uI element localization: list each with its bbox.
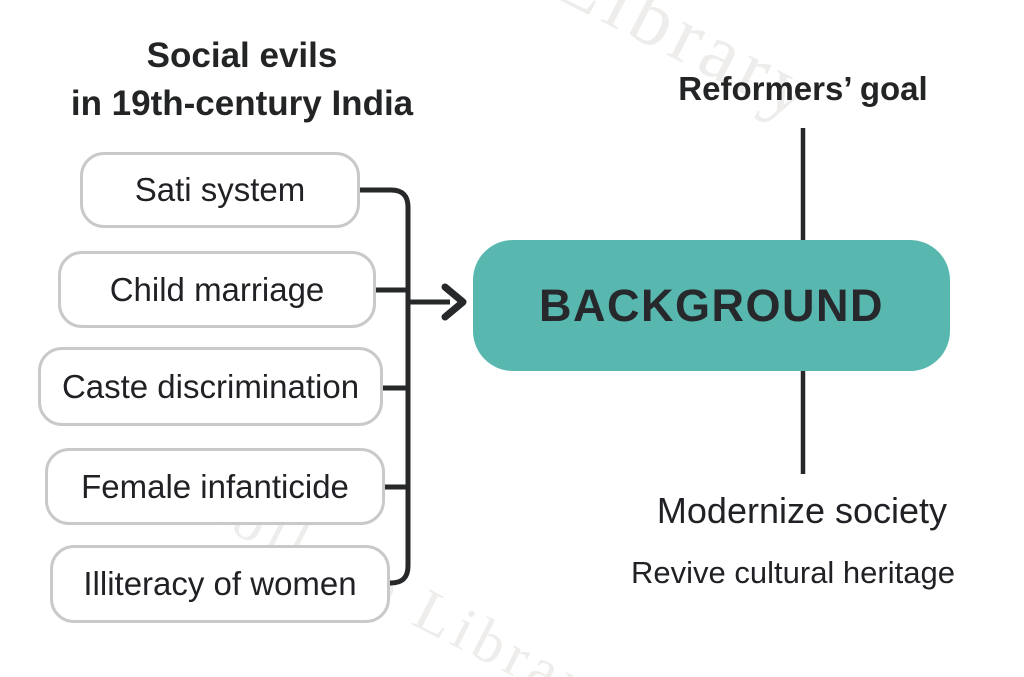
left-column-title: Social evils in 19th-century India [40,32,444,128]
box-illiteracy-of-women: Illiteracy of women [50,545,390,623]
box-sati-system: Sati system [80,152,360,228]
box-label: Illiteracy of women [83,565,357,602]
box-label: Caste discrimination [61,367,360,405]
box-female-infanticide: Female infanticide [45,448,385,525]
reformers-goal-heading: Reformers’ goal [678,70,928,107]
box-label: Sati system [134,171,306,208]
box-label: Female infanticide [81,467,349,505]
goal-revive-cultural-heritage: Revive cultural heritage [631,555,955,590]
arrow-head-icon [441,283,467,321]
title-line-2: in 19th-century India [70,84,414,123]
box-caste-discrimination: Caste discrimination [38,347,383,426]
box-label: Child marriage [109,270,325,308]
background-node-label: BACKGROUND [539,279,884,331]
box-child-marriage: Child marriage [58,251,376,328]
background-node: BACKGROUND [473,240,950,371]
title-line-1: Social evils [146,36,338,75]
goal-modernize-society: Modernize society [656,490,948,531]
